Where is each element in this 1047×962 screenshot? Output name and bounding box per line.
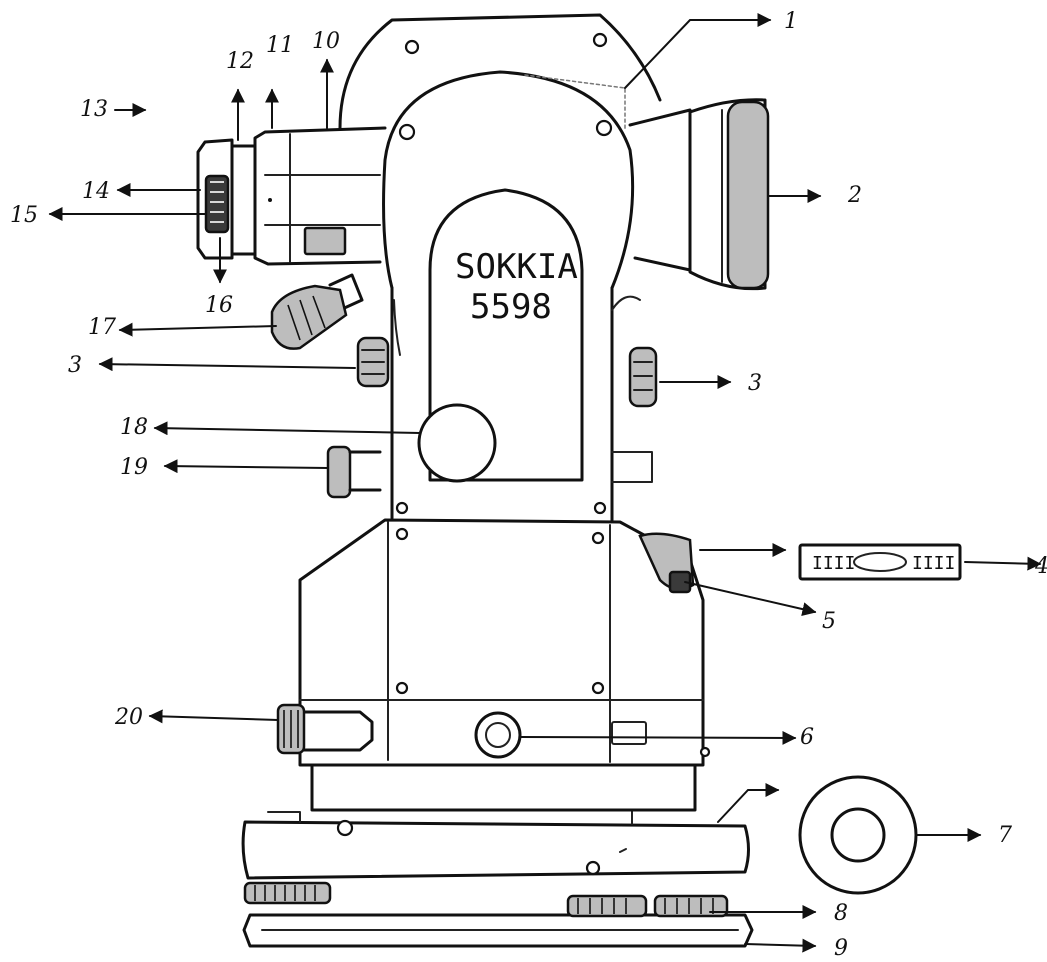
- foot-screws: [243, 881, 729, 918]
- label-10: 10: [312, 29, 340, 54]
- label-5: 5: [822, 609, 836, 634]
- label-13: 13: [80, 97, 108, 122]
- model-number: 5598: [470, 287, 552, 327]
- horizontal-clamp: [474, 711, 647, 759]
- label-7: 7: [998, 823, 1012, 848]
- svg-text:IIII: IIII: [812, 553, 855, 574]
- label-8: 8: [834, 901, 848, 926]
- label-17: 17: [88, 315, 116, 340]
- label-12: 12: [226, 49, 254, 74]
- label-numbers: 1 2 3 3 4 5 6 7 8 9 10 11 12 13 14 15 16…: [10, 9, 1047, 961]
- vertical-clamp: [270, 273, 364, 350]
- label-14: 14: [82, 179, 110, 204]
- alidade-body: [298, 518, 711, 812]
- leader-arrows: [48, 13, 1042, 953]
- tribrach: [241, 809, 750, 880]
- plate-level-vial-inset: IIII IIII: [798, 543, 962, 581]
- eyepiece: [196, 138, 257, 260]
- vertical-tangent-screw: [326, 445, 653, 499]
- label-16: 16: [205, 293, 233, 318]
- label-15: 15: [10, 203, 38, 228]
- base-plate: [242, 913, 754, 948]
- level-housing: [638, 532, 695, 594]
- label-1: 1: [784, 9, 798, 34]
- label-6: 6: [800, 725, 814, 750]
- label-2: 2: [847, 183, 862, 208]
- label-3-left: 3: [68, 353, 82, 378]
- label-9: 9: [834, 936, 848, 961]
- label-4: 4: [1034, 554, 1047, 579]
- horizontal-tangent-screw: [276, 703, 374, 755]
- telescope-barrel: [253, 126, 387, 266]
- trunnion-screws: [356, 295, 658, 408]
- label-18: 18: [120, 415, 148, 440]
- vertical-circle-knob: [417, 403, 497, 483]
- label-20: 20: [114, 705, 143, 730]
- label-11: 11: [266, 33, 294, 58]
- svg-text:IIII: IIII: [912, 553, 955, 574]
- objective-lens: [628, 98, 770, 291]
- circular-level-inset: [798, 775, 918, 895]
- brand-name: SOKKIA: [455, 247, 578, 287]
- label-19: 19: [120, 455, 148, 480]
- label-3-right: 3: [748, 371, 762, 396]
